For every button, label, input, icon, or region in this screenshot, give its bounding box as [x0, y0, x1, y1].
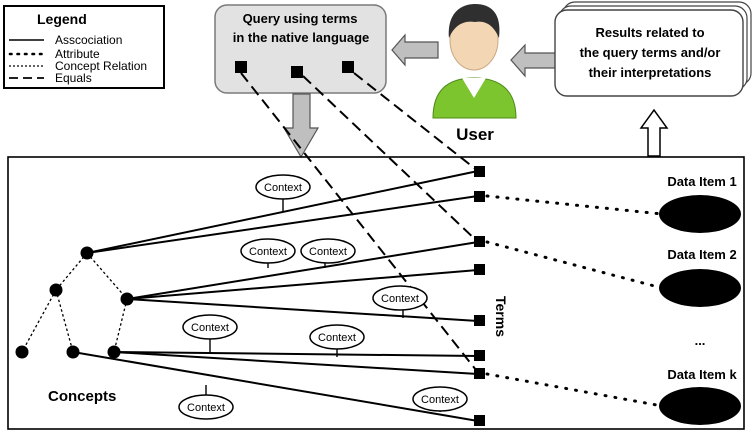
term-node-3 [474, 236, 485, 247]
concept-relation-1 [55, 252, 88, 291]
results-line2: the query terms and/or [580, 45, 721, 60]
concepts-label: Concepts [48, 388, 116, 405]
context-label-1: Context [264, 182, 302, 194]
context-node-5 [182, 314, 238, 340]
data-item-ellipsis: ... [695, 333, 706, 348]
attribute-line-1 [485, 194, 664, 216]
legend-title: Legend [37, 11, 87, 27]
term-nodes [474, 166, 485, 426]
legend-attribute-label: Attribute [55, 47, 100, 61]
terms-label: Terms [493, 296, 509, 337]
context-label-6: Context [318, 332, 356, 344]
query-box-line1: Query using terms [243, 11, 358, 26]
query-box: Query using terms in the native language [214, 4, 387, 94]
query-box-line2: in the native language [233, 30, 370, 45]
results-page-front [554, 9, 744, 97]
concept-node-left [49, 283, 63, 297]
term-node-7 [474, 368, 485, 379]
results-line1: Results related to [595, 25, 704, 40]
legend-association-label: Asscociation [55, 33, 122, 47]
association-8 [72, 351, 479, 422]
data-item-k [659, 387, 741, 425]
user-collar [462, 78, 486, 98]
data-item-2-label: Data Item 2 [667, 247, 736, 262]
attribute-line-2 [485, 240, 664, 290]
attribute-links [485, 194, 664, 408]
concept-relation-4 [55, 289, 74, 353]
main-panel [7, 156, 745, 430]
equals-line-2 [302, 75, 479, 243]
association-4 [126, 269, 479, 300]
results-line3: their interpretations [589, 65, 712, 80]
equals-links [240, 72, 479, 371]
query-term-marker-2 [291, 66, 303, 78]
term-node-2 [474, 191, 485, 202]
context-label-8: Context [421, 394, 459, 406]
context-nodes: Context Context Context Context Context … [178, 174, 468, 420]
context-node-6 [309, 324, 365, 350]
results-to-user-arrow [510, 43, 557, 78]
concept-node-root [80, 246, 94, 260]
concept-relations [21, 252, 128, 353]
context-node-1 [255, 174, 311, 200]
user-to-query-arrow [391, 33, 439, 67]
concept-node-leaf-2 [66, 345, 80, 359]
term-node-8 [474, 415, 485, 426]
data-to-results-arrow [639, 108, 669, 157]
context-node-4 [372, 285, 428, 311]
equals-line-1 [240, 72, 477, 371]
user-label: User [456, 125, 494, 144]
user-hair [448, 4, 500, 38]
results-box: Results related to the query terms and/o… [554, 1, 752, 97]
association-2 [86, 195, 479, 254]
association-3 [126, 241, 479, 300]
context-node-3 [300, 238, 356, 264]
association-5 [126, 298, 479, 322]
association-6 [113, 351, 479, 357]
data-items: Data Item 1 Data Item 2 ... Data Item k [659, 174, 741, 425]
term-node-1 [474, 166, 485, 177]
equals-line-3 [353, 72, 479, 172]
concept-relation-2 [86, 252, 128, 300]
legend: Legend Asscociation Attribute Concept Re… [3, 5, 165, 89]
query-term-marker-3 [342, 61, 354, 73]
context-label-5: Context [191, 322, 229, 334]
concept-node-right [120, 292, 134, 306]
legend-equals-label: Equals [55, 71, 92, 85]
user-icon: User [432, 4, 517, 144]
data-item-1 [659, 195, 741, 233]
concept-node-leaf-1 [15, 345, 29, 359]
legend-box [3, 5, 165, 89]
data-item-2 [659, 269, 741, 307]
data-item-1-label: Data Item 1 [667, 174, 736, 189]
query-term-marker-1 [235, 61, 247, 73]
context-label-7: Context [187, 402, 225, 414]
term-node-6 [474, 350, 485, 361]
term-node-5 [474, 315, 485, 326]
context-label-2: Context [249, 246, 287, 258]
concept-relation-5 [113, 298, 128, 353]
concept-node-leaf-3 [107, 345, 121, 359]
context-node-8 [412, 386, 468, 412]
concept-relation-3 [21, 289, 57, 353]
context-label-3: Context [309, 246, 347, 258]
query-to-terms-arrow [282, 93, 320, 159]
term-node-4 [474, 264, 485, 275]
context-node-7 [178, 394, 234, 420]
attribute-line-3 [485, 372, 664, 408]
concept-nodes [15, 246, 134, 359]
context-label-4: Context [381, 293, 419, 305]
legend-concept-relation-label: Concept Relation [55, 59, 147, 73]
association-7 [113, 351, 479, 375]
data-item-k-label: Data Item k [667, 367, 737, 382]
context-node-2 [240, 238, 296, 264]
